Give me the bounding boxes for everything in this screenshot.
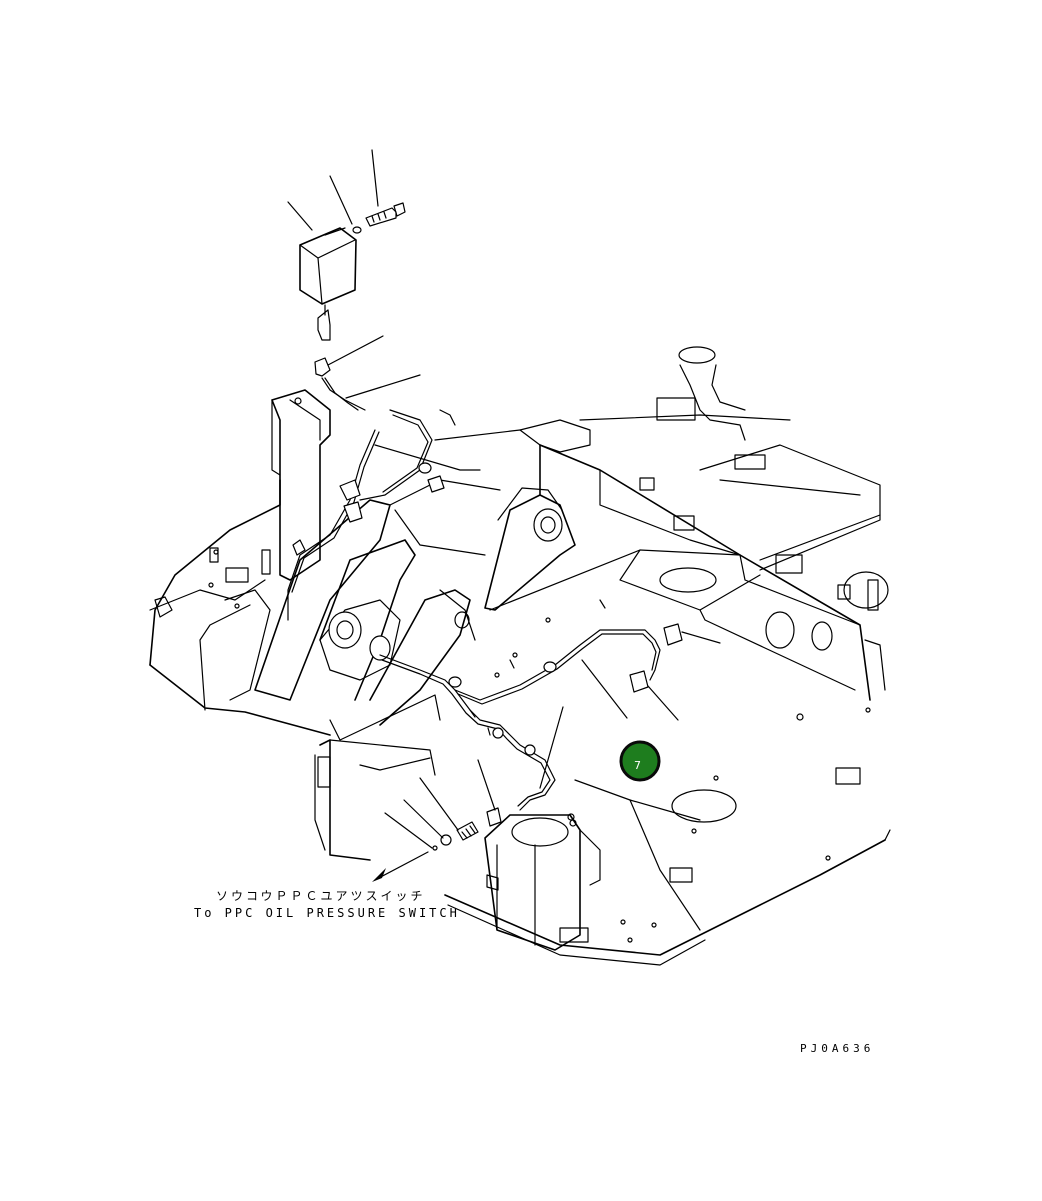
callout-marker[interactable]: 7 (619, 740, 661, 782)
lower-support (314, 739, 436, 861)
boom-bracket (374, 419, 591, 611)
swivel-housing (484, 813, 601, 951)
annotation-english: To PPC OIL PRESSURE SWITCH (194, 906, 460, 920)
arm-bracket (224, 499, 476, 741)
callout-number: 7 (634, 759, 641, 772)
drawing-code: PJ0A636 (800, 1042, 874, 1055)
leader-lines (287, 149, 721, 882)
left-box (149, 389, 331, 711)
controller-assembly (299, 202, 406, 341)
wiring-harness (287, 357, 683, 851)
callout-circle[interactable] (619, 740, 661, 782)
right-top-parts (639, 346, 879, 883)
annotation-japanese: ソウコウＰＰＣユアツスイッチ (216, 889, 426, 903)
revolving-frame (149, 414, 891, 966)
